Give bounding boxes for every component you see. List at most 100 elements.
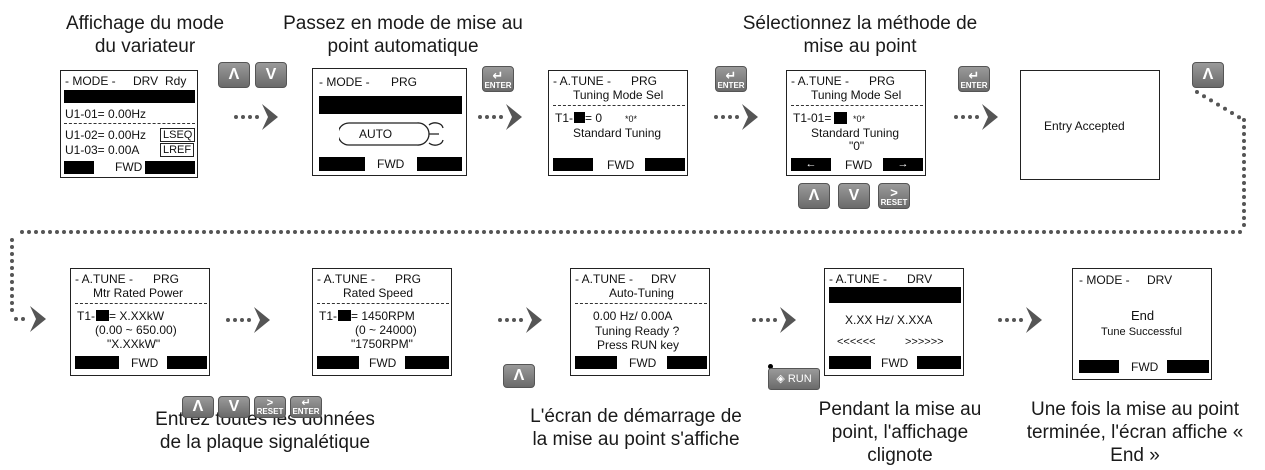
connector-dot [370, 230, 374, 234]
screen-title: - A.TUNE - [575, 272, 634, 286]
connector-dot [930, 230, 934, 234]
connector-dot [335, 230, 339, 234]
param-range: (0.00 ~ 650.00) [95, 323, 177, 337]
connector-dot [10, 245, 14, 249]
success-message: Tune Successful [1101, 326, 1182, 338]
caption-line: point automatique [327, 36, 479, 57]
display-bar [829, 287, 961, 303]
connector-dot [902, 230, 906, 234]
connector-dot [531, 230, 535, 234]
softkey-bar [1079, 360, 1119, 373]
connector-dot [1203, 230, 1207, 234]
caption-line: la mise au point s'affiche [532, 429, 740, 450]
softkey-bar [405, 356, 449, 369]
default-value: "1750RPM" [351, 337, 413, 351]
down-key-button[interactable]: V [838, 183, 870, 209]
connector-dot [1242, 139, 1246, 143]
connector-dot [10, 294, 14, 298]
fwd-label: FWD [131, 356, 159, 370]
connector-dot [629, 230, 633, 234]
caption-display-flashes: Pendant la mise au point, l'affichage cl… [810, 398, 990, 467]
connector-dot [755, 230, 759, 234]
connector-dot [951, 230, 955, 234]
connector-dot [496, 230, 500, 234]
connector-dot [979, 230, 983, 234]
connector-dot [1028, 230, 1032, 234]
softkey-left: ← [791, 158, 831, 171]
caption-line: clignote [867, 445, 933, 466]
enter-key-button[interactable]: ↵ ENTER [958, 66, 990, 92]
connector-dot [573, 230, 577, 234]
connector-dot [41, 230, 45, 234]
softkey-right: → [883, 158, 923, 171]
left-arrow-icon: ← [805, 158, 817, 170]
enter-label: ENTER [484, 81, 512, 90]
connector-dot [1098, 230, 1102, 234]
connector-dot [832, 230, 836, 234]
setting-name: Standard Tuning [573, 126, 662, 140]
connector-dot [671, 230, 675, 234]
connector-dot [251, 230, 255, 234]
default-value: "X.XXkW" [107, 337, 161, 351]
shift-right-icon: > [890, 185, 898, 200]
connector-dot [734, 230, 738, 234]
up-key-button[interactable]: Λ [182, 396, 214, 418]
connector-dot [1242, 209, 1246, 213]
down-key-button[interactable]: V [255, 62, 287, 88]
connector-dot [986, 230, 990, 234]
screen-title: - A.TUNE - [553, 74, 612, 88]
wrap-connector [10, 90, 1246, 321]
connector-dot [1238, 230, 1242, 234]
up-key-button[interactable]: Λ [503, 364, 535, 388]
connector-dot [699, 230, 703, 234]
flow-arrow [714, 104, 758, 130]
reset-key-button[interactable]: > RESET [254, 396, 286, 418]
monitor-line: X.XX Hz/ X.XXA [845, 313, 933, 327]
reset-key-button[interactable]: > RESET [878, 183, 910, 209]
up-key-button[interactable]: Λ [218, 62, 250, 88]
connector-dot [1042, 230, 1046, 234]
connector-dot [34, 230, 38, 234]
up-key-button[interactable]: Λ [1192, 62, 1224, 88]
connector-dot [503, 230, 507, 234]
display-bar [319, 96, 462, 114]
enter-key-button[interactable]: ↵ ENTER [715, 66, 747, 92]
softkey-bar [575, 356, 617, 369]
screen-title: - A.TUNE - [317, 272, 376, 286]
connector-dot [1007, 230, 1011, 234]
enter-key-button[interactable]: ↵ ENTER [290, 396, 322, 418]
softkey-bar [553, 158, 593, 171]
softkey-bar [75, 356, 119, 369]
connector-dot [377, 230, 381, 234]
connector-dot [1119, 230, 1123, 234]
connector-dot [552, 230, 556, 234]
parameter-name: Tuning Mode Sel [811, 88, 902, 102]
connector-dot [1242, 223, 1246, 227]
down-key-button[interactable]: V [218, 396, 250, 418]
parameter-name: Rated Speed [343, 286, 414, 300]
divider [75, 303, 207, 304]
connector-dot [1063, 230, 1067, 234]
connector-dot [1202, 94, 1206, 99]
screen-mode: PRG [631, 74, 658, 88]
softkey-bar [417, 157, 462, 171]
screen-title: - MODE - [319, 75, 370, 89]
connector-dot [1147, 230, 1151, 234]
connector-dot [10, 238, 14, 242]
enter-label: ENTER [960, 81, 988, 90]
param-prefix: T1- [555, 111, 573, 125]
connector-dot [447, 230, 451, 234]
connector-dot [363, 230, 367, 234]
softkey-bar [64, 161, 94, 174]
reset-label: RESET [880, 198, 908, 207]
up-key-button[interactable]: Λ [798, 183, 830, 209]
lseq-indicator: LSEQ [160, 128, 196, 142]
enter-key-button[interactable]: ↵ ENTER [482, 66, 514, 92]
connector-dot [1230, 111, 1234, 115]
run-key-button[interactable]: ◈ RUN [768, 368, 820, 390]
connector-dot [398, 230, 402, 234]
cursor-block [574, 112, 585, 123]
connector-dot [384, 230, 388, 234]
connector-dot [1195, 90, 1199, 94]
